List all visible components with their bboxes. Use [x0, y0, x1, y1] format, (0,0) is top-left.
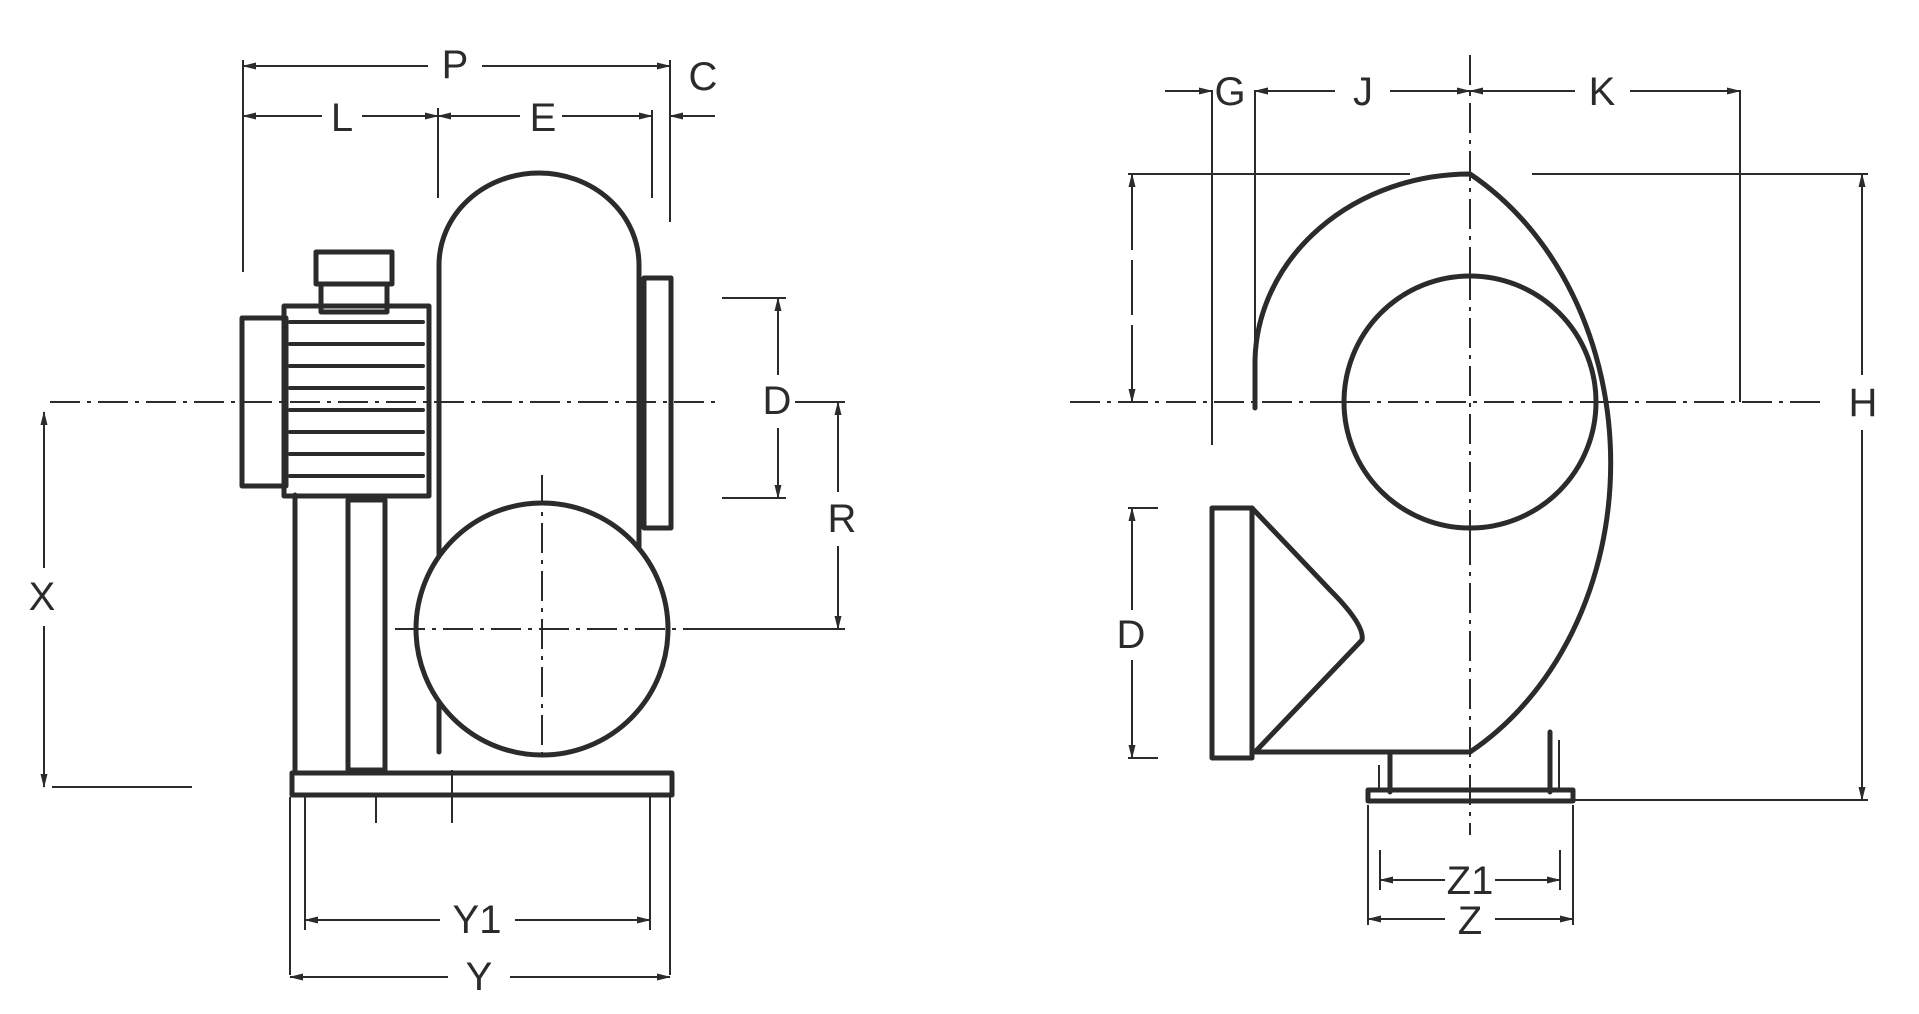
label-Y: Y	[466, 955, 493, 999]
label-D-side: D	[763, 379, 792, 423]
base-plate-front	[1365, 787, 1576, 804]
side-extension-lines	[52, 60, 845, 975]
motor-terminal-neck	[318, 281, 390, 315]
label-E: E	[530, 96, 557, 140]
volute-housing-side	[436, 170, 642, 755]
label-H: H	[1849, 381, 1878, 425]
label-X: X	[29, 575, 56, 619]
motor-body	[281, 303, 432, 499]
outlet-duct-front	[1249, 505, 1365, 755]
motor-terminal-box	[313, 249, 395, 287]
motor-support-post	[345, 497, 388, 773]
base-plate-side	[289, 770, 675, 798]
label-Z: Z	[1458, 899, 1482, 943]
outlet-flange-side	[641, 275, 674, 531]
label-R: R	[828, 497, 857, 541]
side-view: P C L E D R X Y1 Y	[29, 43, 857, 999]
front-view: G J K H D Z1 Z	[1070, 55, 1877, 943]
label-K: K	[1589, 70, 1616, 114]
label-P: P	[442, 43, 469, 87]
motor-cooling-ribs	[288, 320, 425, 478]
label-J: J	[1353, 70, 1373, 114]
label-L: L	[331, 96, 353, 140]
base-frame-front	[1387, 729, 1553, 795]
label-Z1: Z1	[1447, 859, 1494, 903]
volute-housing-front	[1249, 171, 1614, 755]
label-C: C	[689, 55, 718, 99]
label-Y1: Y1	[453, 898, 502, 942]
label-D-front: D	[1117, 613, 1146, 657]
label-G: G	[1214, 70, 1245, 114]
outlet-flange-front	[1209, 505, 1255, 761]
